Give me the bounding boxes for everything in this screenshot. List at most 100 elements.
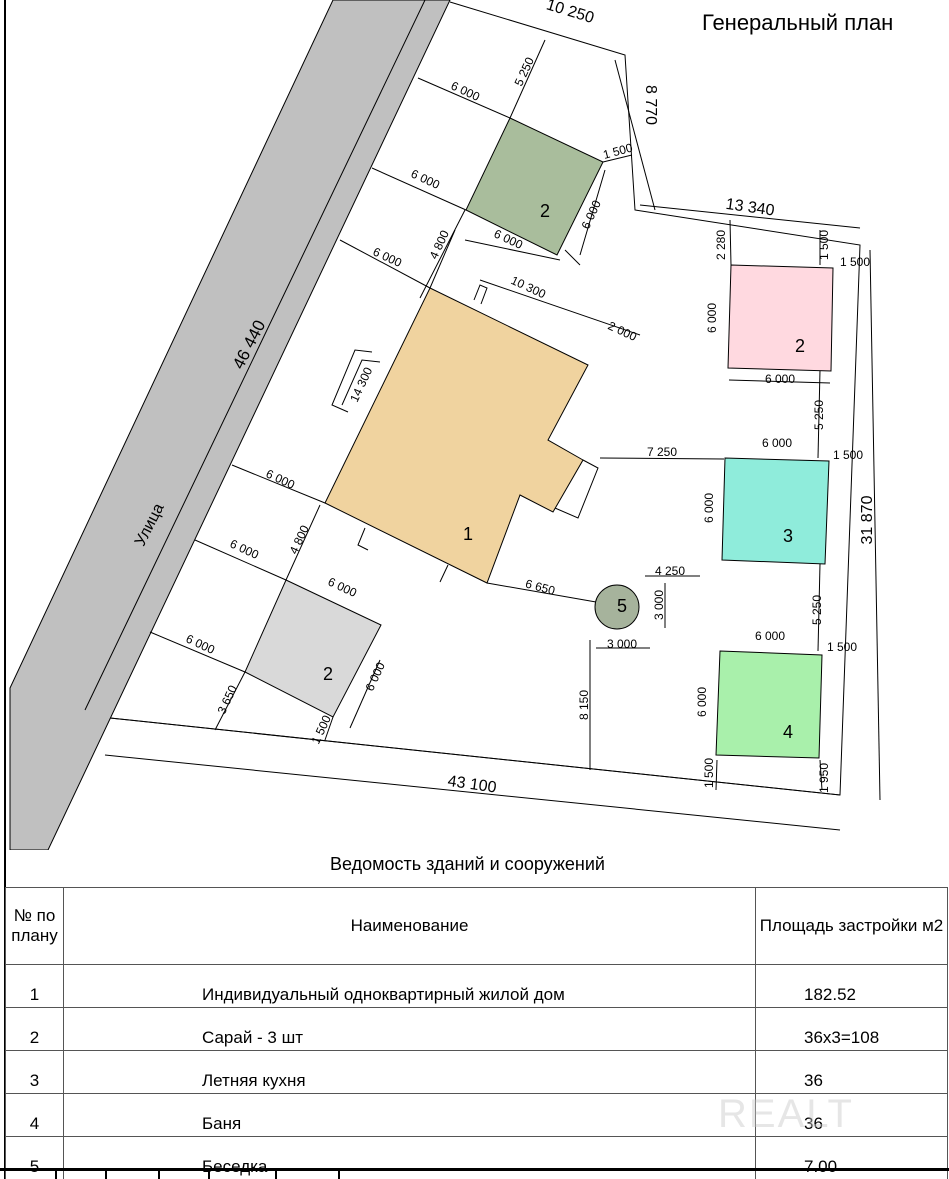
dimension-line	[429, 229, 456, 289]
dimension-label: 6 000	[702, 493, 716, 523]
dimension-line	[231, 464, 326, 504]
summer-kitchen-building	[721, 457, 830, 565]
dimension-label: 6 000	[765, 372, 795, 386]
building-number-label: 1	[463, 524, 473, 544]
dimension-label: 2 280	[714, 230, 728, 260]
row-num: 5	[5, 1136, 64, 1179]
dimension-line	[149, 631, 246, 673]
porch	[439, 564, 449, 583]
row-name: Баня	[63, 1093, 756, 1137]
building-number-label: 2	[795, 336, 805, 356]
sheet-border	[4, 0, 6, 1179]
dimension-line	[194, 539, 287, 581]
dimension-line	[419, 209, 466, 299]
dimension-line	[817, 563, 821, 652]
dimension-label: 31 870	[859, 495, 876, 544]
porch	[473, 284, 488, 305]
dimension-label: 43 100	[447, 773, 498, 797]
header-area: Площадь застройки м2	[755, 887, 948, 965]
dimension-line	[214, 671, 246, 731]
stamp-divider	[158, 1170, 160, 1179]
porch	[341, 359, 381, 406]
dimension-label: 13 340	[725, 196, 776, 220]
dimension-label: 1 500	[827, 640, 857, 654]
stamp-divider	[275, 1170, 277, 1179]
buildings-table: № по плану Наименование Площадь застройк…	[5, 887, 948, 1179]
dimension-line	[324, 716, 334, 741]
dimension-line	[728, 379, 831, 384]
dimension-label: 1 500	[702, 758, 716, 788]
building-number-label: 4	[783, 722, 793, 742]
row-num: 2	[5, 1007, 64, 1051]
row-num: 4	[5, 1093, 64, 1137]
dimension-line	[109, 717, 841, 796]
plan-title: Генеральный план	[702, 10, 894, 35]
stamp-divider	[55, 1170, 57, 1179]
porch	[554, 459, 599, 519]
row-area: 7.00	[755, 1136, 948, 1179]
dimension-line	[819, 759, 823, 791]
row-num: 1	[5, 964, 64, 1008]
dimension-label: 6 000	[705, 303, 719, 333]
row-area: 36x3=108	[755, 1007, 948, 1051]
dimension-label: 5 250	[512, 55, 538, 88]
dimension-label: 1 500	[840, 255, 870, 269]
dimension-label: 3 000	[652, 590, 666, 620]
dimension-line	[564, 249, 581, 266]
dimension-label: 8 150	[577, 690, 591, 720]
dimension-line	[509, 39, 546, 119]
dimension-line	[602, 154, 633, 163]
header-name: Наименование	[63, 887, 756, 965]
street-centerline	[84, 0, 426, 711]
dimension-label: 1 500	[833, 448, 863, 462]
dimension-line	[614, 59, 656, 211]
dimension-line	[599, 457, 725, 460]
dimension-label: 1 500	[817, 230, 831, 260]
dimension-line	[349, 659, 381, 729]
row-name: Сарай - 3 шт	[63, 1007, 756, 1051]
table-caption: Ведомость зданий и сооружений	[330, 854, 605, 874]
gazebo-building	[594, 584, 640, 630]
row-name: Летняя кухня	[63, 1050, 756, 1094]
porch	[331, 349, 373, 413]
row-name: Индивидуальный одноквартирный жилой дом	[63, 964, 756, 1008]
row-name: Беседка	[63, 1136, 756, 1179]
building-number-label: 2	[540, 201, 550, 221]
porch	[357, 527, 369, 551]
house-building	[324, 287, 589, 584]
dimension-label: 6 650	[524, 577, 557, 598]
stamp-divider	[338, 1170, 340, 1179]
dimension-label: 10 300	[509, 273, 548, 301]
building-number-label: 5	[617, 596, 627, 616]
dimension-label: 3 000	[607, 637, 637, 651]
dimension-line	[869, 249, 881, 801]
dimension-line	[715, 759, 718, 791]
dimension-line	[817, 369, 821, 459]
dimension-label: 8 770	[642, 85, 659, 125]
table-header: № по плану Наименование Площадь застройк…	[5, 887, 948, 965]
shed-building	[727, 264, 834, 372]
dimension-label: 3 650	[215, 683, 241, 716]
bathhouse-building	[715, 650, 823, 759]
dimension-line	[486, 582, 597, 603]
dimension-label: 2 000	[606, 319, 639, 345]
dimension-label: 5 250	[810, 595, 824, 625]
dimension-line	[464, 239, 561, 261]
dimension-label: 6 000	[264, 467, 297, 493]
sheet-bottom-line	[0, 1168, 949, 1171]
dimension-label: 6 000	[449, 79, 482, 105]
dimension-label: 1 950	[817, 763, 831, 793]
row-area: 36	[755, 1050, 948, 1094]
dimension-line	[639, 204, 861, 229]
dimension-label: 6 000	[409, 167, 442, 193]
dimension-line	[339, 239, 431, 289]
watermark: REALT	[718, 1092, 854, 1136]
dimension-label: 6 000	[363, 660, 389, 693]
dimension-line	[417, 77, 511, 119]
dimension-label: 4 800	[287, 523, 313, 556]
dimension-line	[104, 754, 841, 831]
